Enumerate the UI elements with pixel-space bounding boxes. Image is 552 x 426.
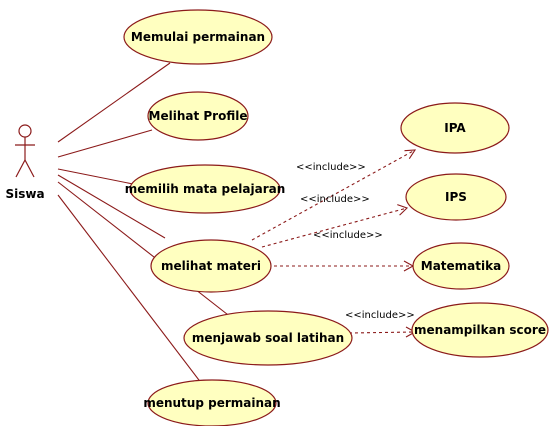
include-line-ipa — [251, 149, 416, 241]
use-case-profile: Melihat Profile — [147, 91, 249, 141]
include-label-ipa: <<include>> — [296, 162, 366, 173]
use-case-score: menampilkan score — [411, 302, 549, 358]
use-case-memulai: Memulai permainan — [123, 9, 273, 65]
associations — [57, 62, 233, 389]
include-arrowhead-ipa — [404, 149, 417, 160]
include-line-ips — [261, 207, 408, 248]
use-case-materi: melihat materi — [150, 239, 272, 293]
use-case-label: memilih mata pelajaran — [125, 182, 286, 196]
use-case-soal: menjawab soal latihan — [183, 310, 353, 366]
use-case-label: Matematika — [421, 259, 501, 273]
include-dependencies — [251, 149, 417, 338]
association-mapel — [57, 168, 134, 185]
association-menutup — [57, 194, 206, 389]
use-case-matematika: Matematika — [412, 242, 510, 290]
include-arrowhead-ips — [397, 204, 409, 216]
use-case-label: melihat materi — [161, 259, 261, 273]
include-label-ips: <<include>> — [300, 194, 370, 205]
use-case-mapel: memilih mata pelajaran — [125, 164, 286, 214]
use-case-label: IPA — [444, 121, 466, 135]
use-case-menutup: menutup permainan — [143, 379, 281, 426]
association-soal — [57, 181, 233, 319]
association-materi — [57, 174, 166, 239]
use-case-label: Memulai permainan — [131, 30, 265, 44]
use-case-ipa: IPA — [400, 102, 510, 154]
include-label-score: <<include>> — [345, 310, 415, 321]
include-line-score — [348, 331, 416, 334]
use-case-label: menjawab soal latihan — [192, 331, 344, 345]
use-case-label: menutup permainan — [143, 396, 280, 410]
use-case-label: IPS — [445, 190, 467, 204]
use-case-label: Melihat Profile — [149, 109, 248, 123]
use-case-ips: IPS — [405, 173, 507, 221]
actor-right-leg — [24, 159, 35, 178]
association-memulai — [57, 62, 171, 143]
actor-siswa: Siswa — [5, 124, 45, 201]
include-label-mtk: <<include>> — [313, 230, 383, 241]
actor-label: Siswa — [5, 187, 44, 201]
use-case-label: menampilkan score — [414, 323, 546, 337]
association-profile — [57, 129, 153, 158]
actor-left-leg — [15, 159, 26, 178]
actor-head — [18, 124, 32, 138]
